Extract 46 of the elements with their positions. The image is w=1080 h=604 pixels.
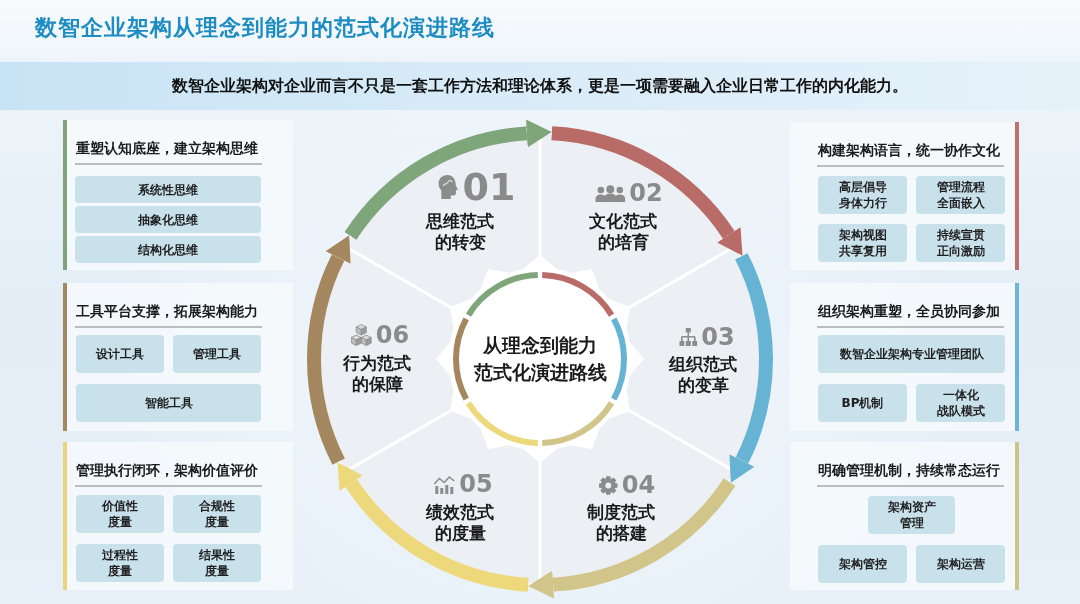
page-title: 数智企业架构从理念到能力的范式化演进路线 xyxy=(35,14,495,42)
sector-title: 制度范式的搭建 xyxy=(587,502,655,544)
panel-heading: 工具平台支撑，拓展架构能力 xyxy=(76,302,258,320)
item-card: 持续宣贯正向激励 xyxy=(916,224,1005,262)
step-number: 04 xyxy=(621,473,656,497)
sector-title: 思维范式的转变 xyxy=(426,211,494,253)
item-card: 结果性度量 xyxy=(173,544,261,582)
sector-title: 行为范式的保障 xyxy=(343,353,411,395)
item-card: 管理流程全面嵌入 xyxy=(916,176,1005,214)
cycle-arrow xyxy=(344,119,552,241)
sector-title: 组织范式的变革 xyxy=(669,354,737,396)
cycle-arrow xyxy=(528,477,736,599)
item-card: 结构化思维 xyxy=(75,236,261,263)
panel-heading: 明确管理机制，持续常态运行 xyxy=(818,461,1000,479)
step-number: 01 xyxy=(462,168,516,206)
step-number: 06 xyxy=(375,323,410,347)
item-card: 过程性度量 xyxy=(76,544,164,582)
item-card: 架构管控 xyxy=(818,545,907,583)
step-number: 02 xyxy=(629,181,663,205)
sector-title: 绩效范式的度量 xyxy=(426,502,494,544)
item-card: 系统性思维 xyxy=(75,176,261,203)
item-card: 架构运营 xyxy=(916,545,1005,583)
item-card: 高层倡导身体力行 xyxy=(818,176,907,214)
item-card: 架构资产管理 xyxy=(868,496,955,534)
cycle-arrow xyxy=(729,253,773,484)
cycle-arrow xyxy=(336,463,529,592)
item-card: 一体化战队模式 xyxy=(916,384,1005,422)
item-card: 抽象化思维 xyxy=(75,206,261,233)
item-card: 合规性度量 xyxy=(173,495,261,533)
item-card: 数智企业架构专业管理团队 xyxy=(818,335,1005,373)
step-number: 05 xyxy=(459,472,493,496)
panel-heading: 组织架构重塑，全员协同参加 xyxy=(818,302,1000,320)
panel-heading: 管理执行闭环，架构价值评价 xyxy=(76,461,258,479)
item-card: 架构视图共享复用 xyxy=(818,224,907,262)
panel-heading: 重塑认知底座，建立架构思维 xyxy=(76,139,258,157)
item-card: 设计工具 xyxy=(76,335,164,373)
sector-title: 文化范式的培育 xyxy=(589,211,657,253)
cycle-arrow xyxy=(551,126,744,255)
item-card: BP机制 xyxy=(818,384,907,422)
step-number: 03 xyxy=(701,325,735,349)
item-card: 价值性度量 xyxy=(76,495,164,533)
subtitle-text: 数智企业架构对企业而言不只是一套工作方法和理论体系，更是一项需要融入企业日常工作的内化能力。 xyxy=(172,75,908,97)
panel-heading: 构建架构语言，统一协作文化 xyxy=(818,141,1000,159)
item-card: 智能工具 xyxy=(76,384,261,422)
cycle-arrow xyxy=(307,234,351,465)
item-card: 管理工具 xyxy=(173,335,261,373)
